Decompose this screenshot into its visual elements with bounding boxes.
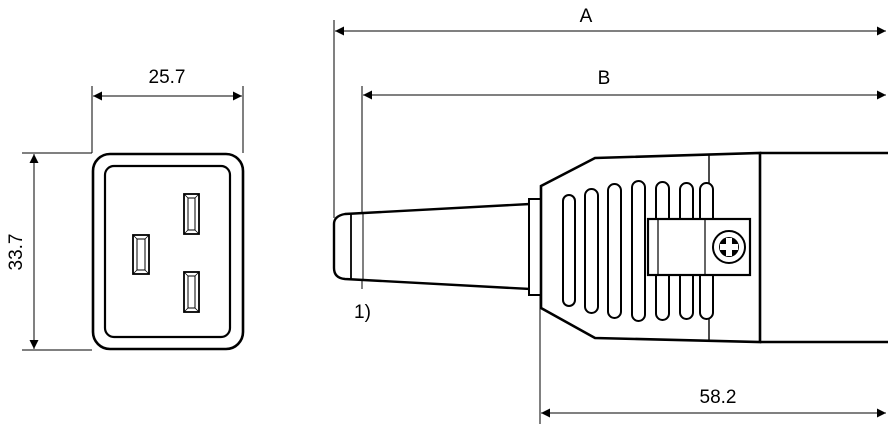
side-view: A B 58.2 1): [332, 6, 888, 424]
note-marker: 1): [354, 302, 371, 323]
dimension-b-label: B: [598, 68, 611, 89]
width-dimension: 25.7: [91, 67, 244, 153]
body-length-label: 58.2: [700, 387, 737, 408]
dimension-a: A: [333, 6, 886, 218]
connector-inner-face: [103, 164, 232, 339]
width-dimension-label: 25.7: [149, 67, 186, 88]
contact-slot-bottom: [183, 271, 200, 313]
contact-slot-top: [183, 193, 200, 235]
screw-icon: [712, 230, 746, 264]
contact-slot-left: [132, 234, 150, 275]
front-view: 25.7 33.7: [6, 67, 245, 351]
strain-relief: [332, 198, 543, 296]
height-dimension: 33.7: [6, 152, 92, 351]
dimension-a-label: A: [580, 6, 593, 27]
height-dimension-label: 33.7: [6, 234, 27, 271]
